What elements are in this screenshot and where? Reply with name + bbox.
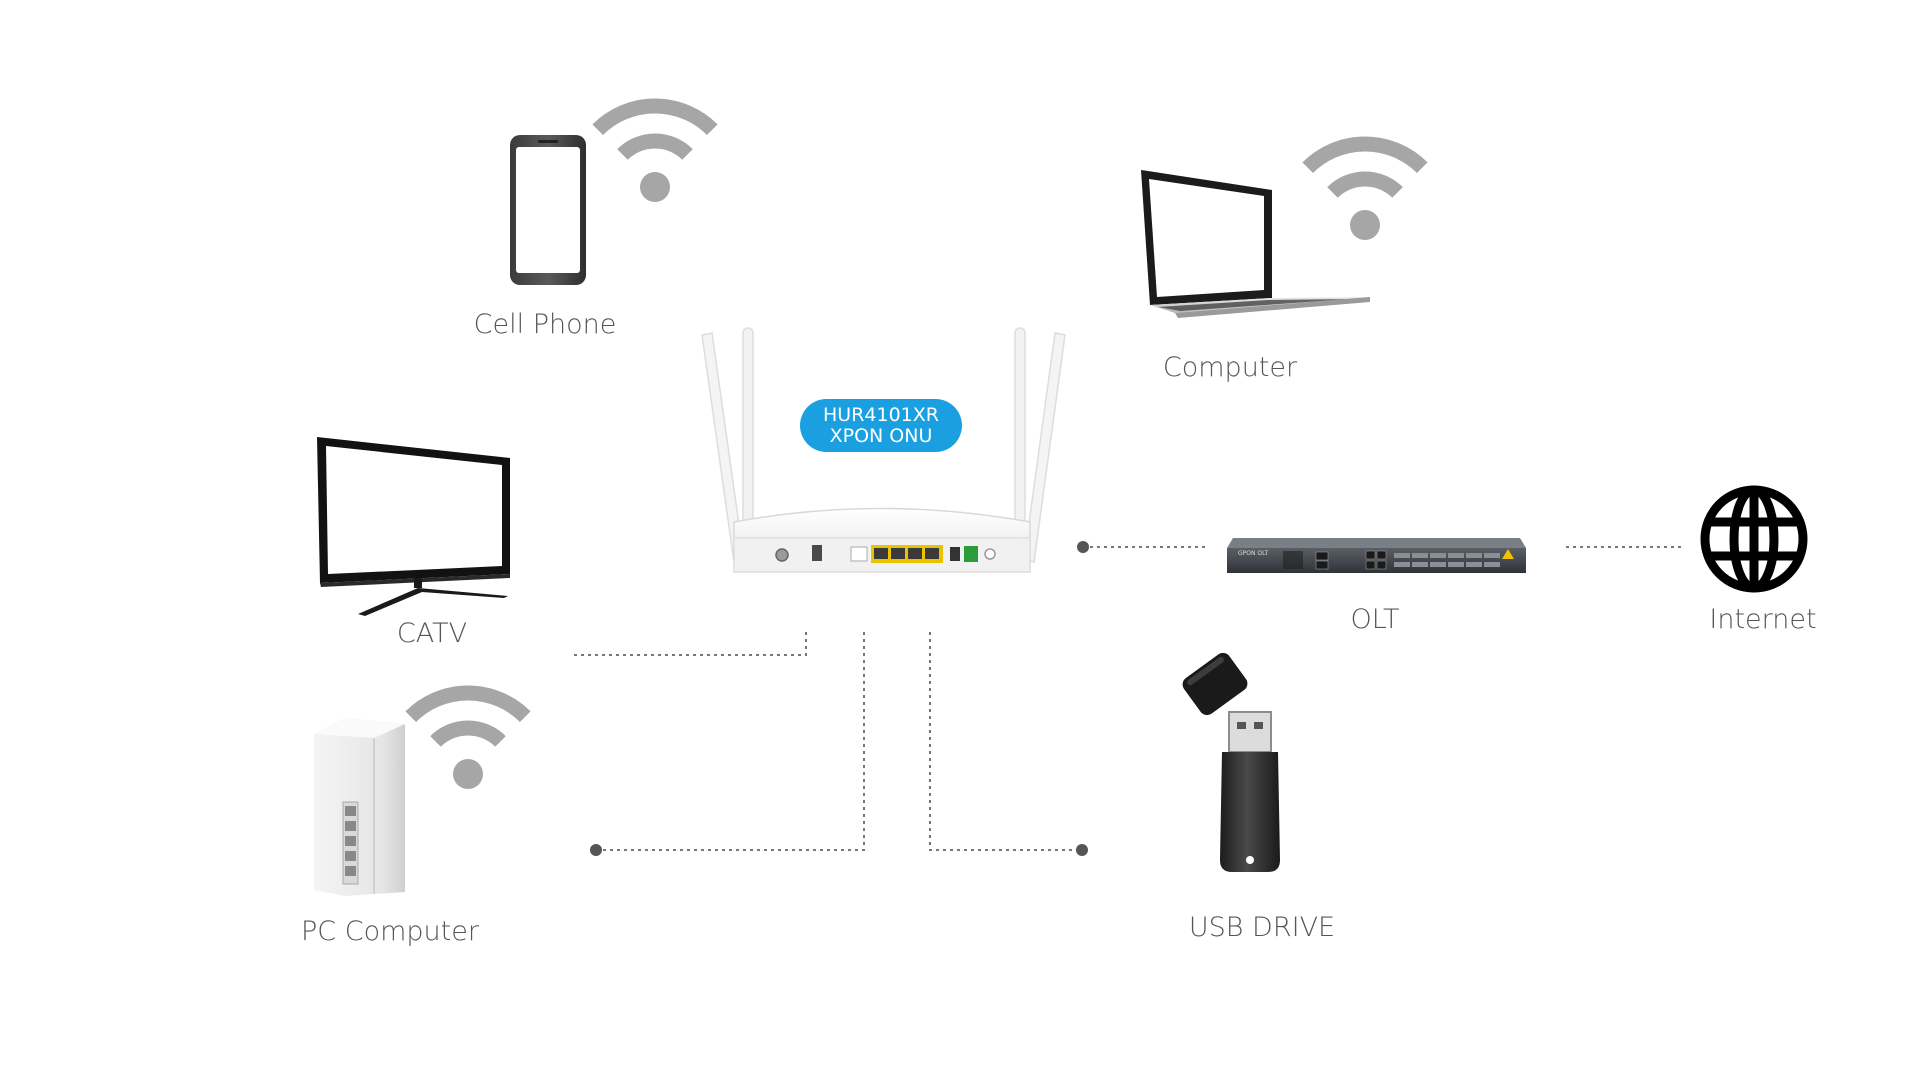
link-onu-pc — [596, 632, 865, 851]
onu-model-badge: HUR4101XR XPON ONU — [800, 399, 962, 452]
internet-label: Internet — [1709, 604, 1817, 635]
olt-rack-icon: GPON OLT — [1227, 538, 1526, 573]
connector-dot — [590, 844, 602, 856]
olt-label: OLT — [1350, 604, 1400, 635]
wifi-signal-icon — [405, 685, 531, 789]
wifi-signal-icon — [1302, 136, 1428, 240]
mesh-router-icon — [314, 718, 405, 896]
smartphone-icon — [510, 135, 586, 285]
globe-icon — [1700, 485, 1808, 593]
cell-phone-label: Cell Phone — [473, 309, 617, 340]
catv-label: CATV — [396, 618, 468, 649]
tv-icon — [317, 437, 510, 616]
router-icon — [701, 327, 1066, 573]
computer-label: Computer — [1162, 352, 1298, 383]
olt-device-text: GPON OLT — [1238, 550, 1269, 557]
pc-computer-label: PC Computer — [301, 916, 479, 947]
connector-dot — [1076, 844, 1088, 856]
laptop-icon — [1141, 170, 1370, 318]
connector-lines — [573, 546, 1683, 851]
link-onu-usb — [929, 632, 1082, 851]
onu-model-text: HUR4101XR — [823, 403, 939, 426]
connector-dot — [1077, 541, 1089, 553]
usb-drive-icon — [1182, 652, 1280, 872]
link-onu-catv — [573, 632, 807, 656]
usb-drive-label: USB DRIVE — [1188, 912, 1336, 943]
onu-type-text: XPON ONU — [829, 424, 933, 447]
wifi-signal-icon — [592, 98, 718, 202]
